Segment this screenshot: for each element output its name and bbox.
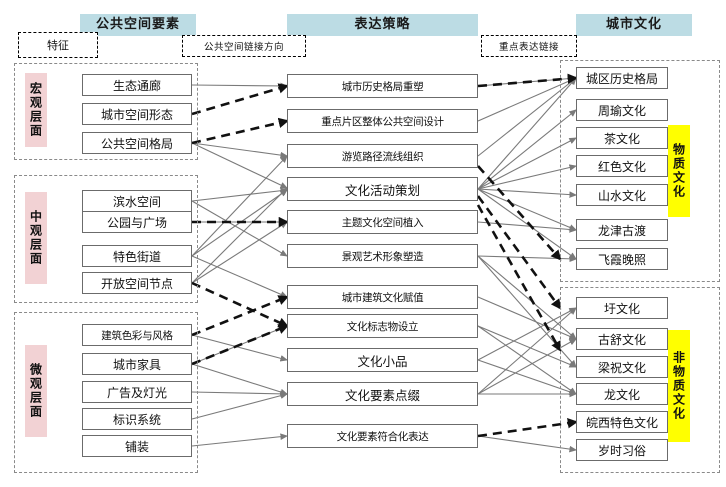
node-parks-plazas[interactable]: 公园与广场 (82, 211, 192, 233)
node-characteristic-streets[interactable]: 特色街道 (82, 245, 192, 267)
connector-solid-7 (191, 189, 288, 257)
node-wei-culture[interactable]: 圩文化 (576, 297, 668, 319)
connector-dashed-9 (476, 204, 562, 352)
group-frame-immaterial (560, 287, 720, 473)
connector-solid-14 (191, 392, 289, 420)
node-eco-corridor[interactable]: 生态通廊 (82, 74, 192, 96)
group-label-macro: 宏观层面 (25, 73, 47, 147)
connector-solid-16 (191, 325, 289, 365)
node-cultural-landmark[interactable]: 文化标志物设立 (287, 314, 478, 338)
group-frame-material (560, 60, 720, 282)
node-architectural-culture-value[interactable]: 城市建筑文化赋值 (287, 285, 478, 309)
node-cultural-element-accent[interactable]: 文化要素点缀 (287, 382, 478, 406)
link-direction-legend-label: 公共空间链接方向 (203, 42, 284, 53)
node-landscape-culture[interactable]: 山水文化 (576, 184, 668, 206)
group-label-material: 物质文化 (668, 125, 690, 217)
connector-dashed-5 (191, 324, 289, 366)
connector-solid-3 (191, 187, 289, 202)
connector-solid-15 (191, 433, 289, 447)
group-label-meso: 中观层面 (25, 192, 47, 284)
connector-dashed-0 (191, 83, 289, 116)
node-reshape-historic-pattern[interactable]: 城市历史格局重塑 (287, 74, 478, 98)
node-wanxi-culture[interactable]: 皖西特色文化 (576, 411, 668, 433)
connector-dashed-4 (191, 295, 289, 337)
connector-dashed-8 (476, 195, 562, 310)
node-key-area-public-space-design[interactable]: 重点片区整体公共空间设计 (287, 109, 478, 133)
connector-solid-0 (191, 82, 289, 90)
node-open-space-nodes[interactable]: 开放空间节点 (82, 272, 192, 294)
connector-solid-1 (191, 142, 289, 159)
column-header-public-space-elements: 公共空间要素 (80, 14, 196, 36)
node-landscape-art-image[interactable]: 景观艺术形象塑造 (287, 244, 478, 268)
connector-dashed-1 (191, 117, 290, 145)
group-label-micro: 微观层面 (25, 345, 47, 437)
connector-solid-4 (191, 200, 288, 257)
node-historic-urban-pattern[interactable]: 城区历史格局 (576, 67, 668, 89)
node-paving[interactable]: 铺装 (82, 435, 192, 457)
key-link-legend-label: 重点表达链接 (498, 42, 559, 53)
node-feixia-sunset[interactable]: 飞霞晚照 (576, 248, 668, 270)
group-frame-micro (14, 312, 198, 473)
node-red-culture[interactable]: 红色文化 (576, 155, 668, 177)
connector-dashed-3 (191, 281, 289, 328)
node-signage-system[interactable]: 标识系统 (82, 408, 192, 430)
node-longjin-ancient-ferry[interactable]: 龙津古渡 (576, 219, 668, 241)
node-urban-spatial-form[interactable]: 城市空间形态 (82, 103, 192, 125)
node-gushu-culture[interactable]: 古舒文化 (576, 328, 668, 350)
link-direction-legend-chip: 公共空间链接方向 (182, 35, 306, 57)
node-public-space-pattern[interactable]: 公共空间格局 (82, 132, 192, 154)
node-cultural-event-planning[interactable]: 文化活动策划 (287, 177, 478, 201)
feature-legend-chip: 特征 (18, 32, 98, 58)
node-tour-route-organization[interactable]: 游览路径流线组织 (287, 144, 478, 168)
group-frame-meso (14, 175, 198, 303)
column-header-expression-strategy: 表达策略 (287, 14, 478, 36)
node-advertising-lighting[interactable]: 广告及灯光 (82, 381, 192, 403)
feature-legend-label: 特征 (47, 39, 69, 52)
node-cultural-vignette[interactable]: 文化小品 (287, 348, 478, 372)
connector-solid-2 (191, 142, 288, 189)
connector-solid-11 (191, 334, 289, 362)
connector-solid-13 (191, 390, 289, 398)
connector-solid-6 (191, 155, 288, 257)
node-seasonal-customs[interactable]: 岁时习俗 (576, 439, 668, 461)
node-themed-cultural-space[interactable]: 主题文化空间植入 (287, 210, 478, 234)
connector-solid-12 (191, 363, 289, 396)
node-building-color-style[interactable]: 建筑色彩与风格 (82, 324, 192, 346)
column-header-urban-culture: 城市文化 (576, 14, 692, 36)
node-zhouyu-culture[interactable]: 周瑜文化 (576, 99, 668, 121)
connector-dashed-7 (477, 165, 562, 261)
node-cultural-symbol-expression[interactable]: 文化要素符合化表达 (287, 424, 478, 448)
node-waterfront-space[interactable]: 滨水空间 (82, 190, 192, 212)
node-street-furniture[interactable]: 城市家具 (82, 353, 192, 375)
group-label-immaterial: 非物质文化 (668, 330, 690, 442)
connector-solid-10 (191, 221, 288, 284)
node-dragon-culture[interactable]: 龙文化 (576, 383, 668, 405)
key-link-legend-chip: 重点表达链接 (481, 35, 577, 57)
node-tea-culture[interactable]: 茶文化 (576, 127, 668, 149)
node-liangzhu-culture[interactable]: 梁祝文化 (576, 356, 668, 378)
connector-solid-9 (191, 187, 288, 284)
group-frame-macro (14, 63, 198, 160)
connector-solid-8 (191, 255, 289, 298)
